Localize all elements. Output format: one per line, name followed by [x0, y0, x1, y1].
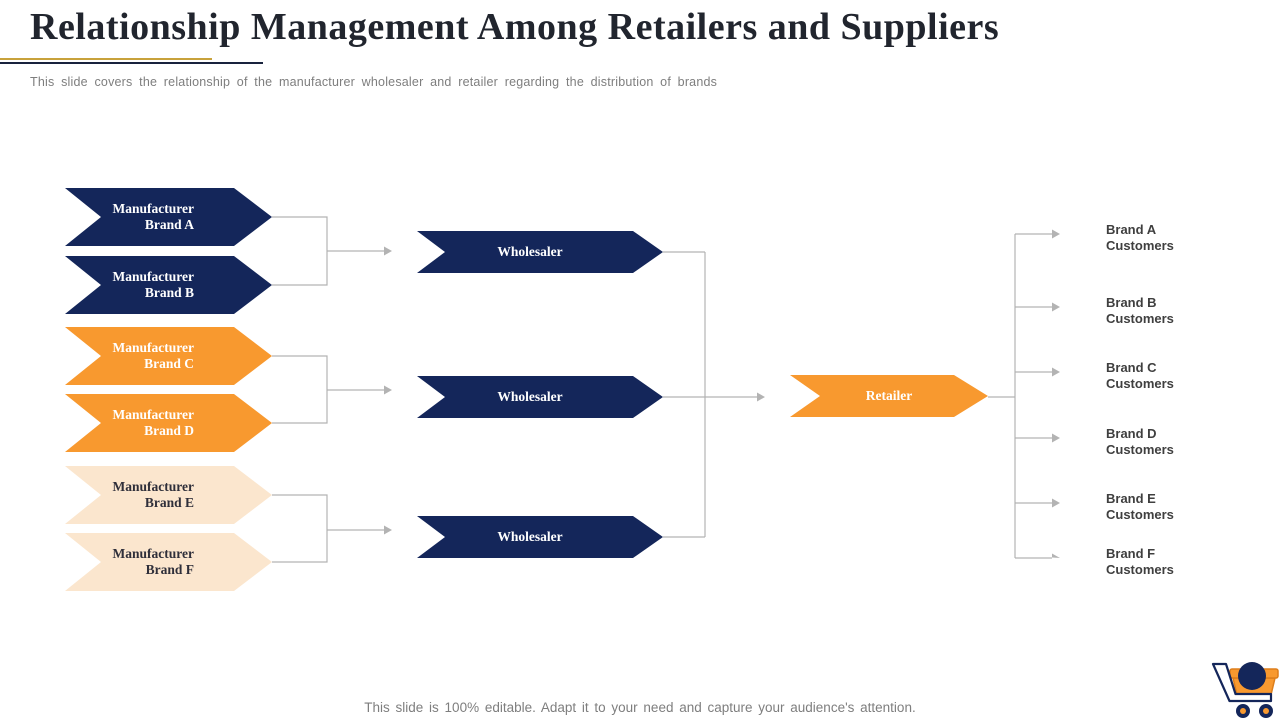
title-underline-navy	[0, 62, 263, 64]
shopping-cart-icon	[1211, 662, 1279, 718]
manufacturer-line1: Manufacturer	[112, 201, 194, 216]
footer-note: This slide is 100% editable. Adapt it to…	[364, 700, 916, 715]
customer-line2: Customers	[1106, 238, 1174, 253]
customer-label-brand-b: Brand B Customers	[1106, 295, 1202, 327]
wholesaler-shape-2: Wholesaler	[417, 376, 663, 418]
retailer-shape: Retailer	[790, 375, 988, 417]
manufacturer-line2: Brand C	[144, 356, 194, 371]
customer-label-brand-c: Brand C Customers	[1106, 360, 1202, 392]
page-title: Relationship Management Among Retailers …	[30, 6, 1000, 48]
customer-line2: Customers	[1106, 562, 1174, 577]
customer-label-brand-a: Brand A Customers	[1106, 222, 1202, 254]
customer-label-brand-f: Brand F Customers	[1106, 546, 1202, 578]
customer-line2: Customers	[1106, 311, 1174, 326]
customer-label-brand-d: Brand D Customers	[1106, 426, 1202, 458]
title-underline-gold	[0, 58, 212, 60]
manufacturer-line1: Manufacturer	[112, 269, 194, 284]
customer-line1: Brand E	[1106, 491, 1156, 506]
manufacturer-line2: Brand D	[144, 423, 194, 438]
wholesaler-shape-3: Wholesaler	[417, 516, 663, 558]
manufacturer-line1: Manufacturer	[112, 407, 194, 422]
slide-subtitle: This slide covers the relationship of th…	[30, 75, 718, 89]
manufacturer-brand-f-shape: Manufacturer Brand F	[65, 533, 272, 591]
manufacturer-line1: Manufacturer	[112, 340, 194, 355]
customer-line2: Customers	[1106, 442, 1174, 457]
manufacturer-line2: Brand F	[145, 562, 194, 577]
customer-line2: Customers	[1106, 507, 1174, 522]
customer-line1: Brand D	[1106, 426, 1157, 441]
customer-line1: Brand F	[1106, 546, 1156, 561]
manufacturer-line1: Manufacturer	[112, 479, 194, 494]
customer-line1: Brand A	[1106, 222, 1157, 237]
customer-line1: Brand B	[1106, 295, 1157, 310]
manufacturer-line2: Brand E	[144, 495, 194, 510]
wholesaler-shape-1: Wholesaler	[417, 231, 663, 273]
customer-label-brand-e: Brand E Customers	[1106, 491, 1202, 523]
manufacturer-line2: Brand B	[144, 285, 194, 300]
manufacturer-line1: Manufacturer	[112, 546, 194, 561]
manufacturer-line2: Brand A	[144, 217, 194, 232]
customer-line2: Customers	[1106, 376, 1174, 391]
customer-line1: Brand C	[1106, 360, 1157, 375]
